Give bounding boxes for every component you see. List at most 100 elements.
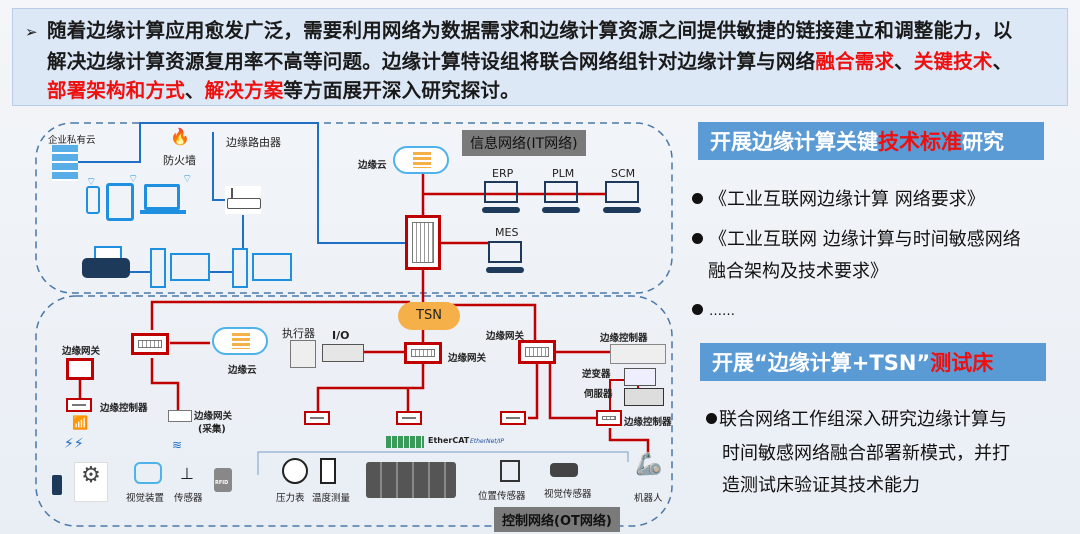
label-sensor: 传感器: [174, 493, 203, 504]
field-controller-icon: [304, 411, 330, 425]
label-edge-gateway-right: 边缘网关: [486, 331, 525, 342]
arrow-bullet-icon: ➢: [25, 23, 38, 41]
firewall-icon: 🔥: [170, 127, 190, 146]
label-edge-controller-top-right: 边缘控制器: [600, 333, 648, 344]
desktop-pc-icon: [232, 248, 248, 288]
robot-icon: 🦾: [635, 452, 663, 477]
router-icon: [225, 186, 261, 214]
ot-zone-border: [35, 295, 673, 527]
section-standards-title: 开展边缘计算关键技术标准研究: [698, 122, 1044, 160]
intro-line-3: 部署架构和方式、解决方案等方面展开深入研究探讨。: [47, 79, 520, 102]
core-switch-icon: [405, 215, 441, 270]
edge-gateway-center-icon: [404, 342, 442, 364]
label-edge-gateway-collect: 边缘网关: [194, 411, 233, 422]
terminal-base: [542, 207, 580, 213]
thermometer-icon: [320, 458, 336, 484]
position-sensor-icon: [500, 460, 520, 482]
smartphone-icon: [86, 186, 100, 214]
label-io: I/O: [332, 329, 350, 342]
label-edge-controller-right: 边缘控制器: [624, 417, 672, 428]
bullet-dot-icon: [692, 192, 703, 204]
diagram-links: [35, 122, 673, 527]
link-router: [212, 132, 228, 201]
antenna-icon: 📶: [72, 416, 89, 431]
wifi-icon: ⌔: [182, 172, 193, 185]
standard-item: 《工业互联网边缘计算 网络要求》: [692, 184, 985, 216]
edge-controller-icon: [66, 398, 92, 412]
it-zone-border: [35, 122, 673, 294]
production-line-icon: [366, 462, 456, 498]
label-pressure-gauge: 压力表: [276, 493, 305, 504]
io-module-icon: [322, 344, 364, 362]
edge-cloud-icon: [393, 146, 449, 174]
testbed-item-cont: 造测试床验证其技术能力: [722, 475, 920, 496]
label-plm: PLM: [552, 167, 575, 180]
edge-gateway-right-icon: [518, 340, 556, 364]
rfid-tag-icon: [214, 468, 232, 492]
label-edge-controller-left: 边缘控制器: [100, 403, 148, 414]
mes-terminal-icon: [488, 241, 522, 263]
plc-controller-icon: [610, 344, 666, 364]
label-scm: SCM: [611, 167, 636, 180]
profinet-logo: [386, 436, 424, 448]
label-edge-gateway-left: 边缘网关: [62, 346, 101, 357]
highlight-solutions: 解决方案: [204, 79, 284, 102]
link-private-cloud: [78, 122, 410, 244]
laptop-icon: [144, 184, 180, 210]
label-private-cloud: 企业私有云: [48, 135, 96, 146]
label-edge-cloud-ot: 边缘云: [228, 365, 257, 376]
standard-item: 《工业互联网 边缘计算与时间敏感网络: [692, 224, 1021, 256]
desktop-pc-icon: [150, 248, 166, 288]
label-mes: MES: [495, 226, 519, 239]
laptop-base: [140, 210, 186, 214]
label-inverter: 逆变器: [582, 369, 611, 380]
erp-terminal-icon: [484, 181, 518, 203]
collect-gateway-icon: [168, 410, 192, 422]
intro-banner: ➢随着边缘计算应用愈发广泛，需要利用网络为数据需求和边缘计算资源之间提供敏捷的链…: [12, 8, 1068, 106]
label-vision-sensor: 视觉传感器: [544, 489, 592, 500]
highlight-deploy-arch: 部署架构和方式: [47, 79, 185, 102]
testbed-item: 联合网络工作组深入研究边缘计算与: [706, 404, 1007, 436]
tsn-cloud-icon: [398, 302, 460, 330]
label-edge-gateway-center: 边缘网关: [448, 353, 487, 364]
fieldbus-frame: [257, 451, 629, 475]
terminal-base: [603, 207, 641, 213]
pressure-gauge-icon: [282, 458, 308, 484]
wifi-icon: ⌔: [128, 172, 139, 185]
label-vision-device: 视觉装置: [126, 493, 165, 504]
label-rfid: RFID: [215, 480, 229, 486]
label-collect: (采集): [198, 424, 226, 435]
ethernetip-logo: EtherNet/IP: [470, 438, 505, 445]
monitor-icon: [252, 253, 292, 281]
tablet-icon: [106, 183, 134, 221]
edge-gateway-switch-icon: [131, 333, 169, 355]
actuator-icon: [290, 340, 316, 368]
label-edge-cloud-it: 边缘云: [358, 160, 387, 171]
printer-icon: [82, 246, 130, 280]
it-zone-title: 信息网络(IT网络): [462, 130, 586, 156]
label-position-sensor: 位置传感器: [478, 491, 526, 502]
monitor-icon: [170, 253, 210, 281]
label-erp: ERP: [492, 167, 514, 180]
section-testbed-title: 开展“边缘计算+TSN”测试床: [700, 343, 1046, 381]
scm-terminal-icon: [605, 181, 639, 203]
sensor-valve-icon: ⊥: [180, 464, 194, 483]
label-temperature: 温度测量: [312, 493, 351, 504]
bullet-dot-icon: [692, 232, 703, 244]
label-firewall: 防火墙: [163, 154, 196, 167]
plm-terminal-icon: [544, 181, 578, 203]
wireless-signal-icon: ≋: [172, 438, 183, 452]
field-controller-icon: [500, 411, 526, 425]
label-tsn: TSN: [416, 308, 442, 323]
standard-item: ……: [692, 296, 735, 328]
wireless-signal-icon: ⚡⚡: [64, 436, 84, 452]
highlight-fusion-needs: 融合需求: [815, 50, 895, 73]
intro-line-2: 解决边缘计算资源复用率不高等问题。边缘计算特设组将联合网络组针对边缘计算与网络融…: [47, 50, 1013, 73]
wifi-icon: ⌔: [86, 175, 97, 188]
mobile-monitor-icon: [52, 475, 62, 495]
label-edge-router: 边缘路由器: [226, 136, 281, 149]
field-controller-icon: [396, 411, 422, 425]
inverter-icon: [624, 368, 656, 386]
bullet-dot-icon: [692, 304, 703, 315]
terminal-base: [486, 267, 524, 273]
